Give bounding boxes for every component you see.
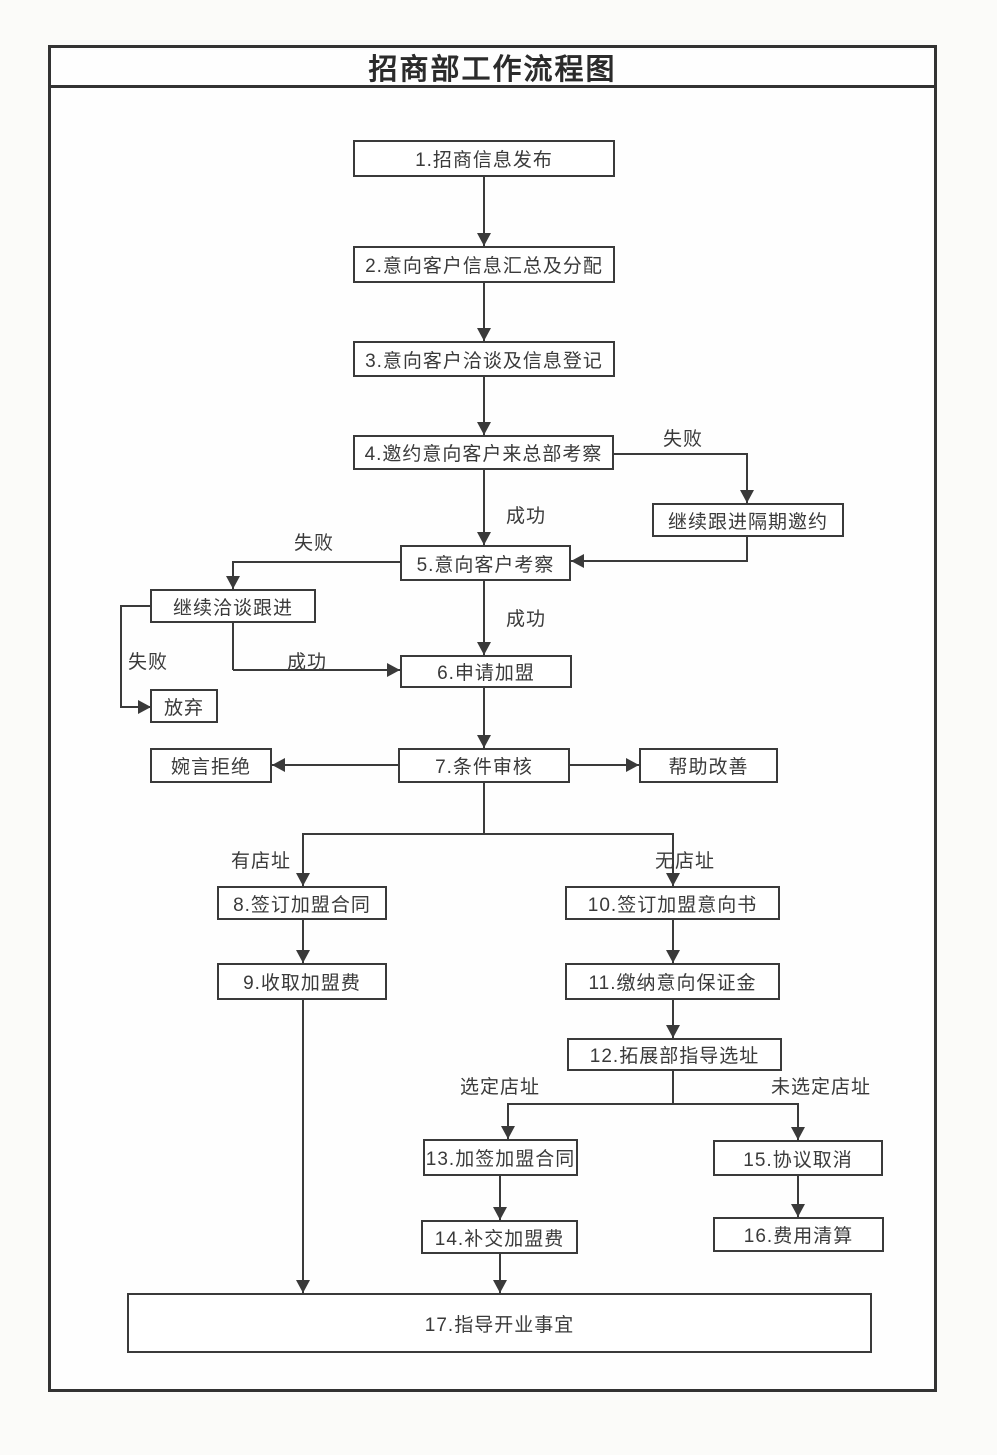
node-7-condition-review: 7.条件审核	[398, 748, 570, 783]
edge-label-fail-talk: 失败	[128, 652, 169, 673]
arrowhead-icon	[296, 873, 310, 886]
node-polite-refuse: 婉言拒绝	[150, 748, 272, 783]
flow-line	[302, 833, 304, 886]
node-5-client-visit: 5.意向客户考察	[400, 545, 571, 581]
arrowhead-icon	[477, 422, 491, 435]
flow-line	[232, 561, 234, 589]
arrowhead-icon	[387, 663, 400, 677]
flow-line	[483, 283, 485, 341]
arrowhead-icon	[791, 1127, 805, 1140]
flow-line	[233, 561, 400, 563]
edge-label-site-not-selected: 未选定店址	[771, 1077, 872, 1098]
flow-line	[746, 537, 748, 562]
flow-line	[483, 688, 485, 748]
arrowhead-icon	[493, 1207, 507, 1220]
flow-line	[272, 764, 398, 766]
flow-line	[614, 453, 748, 455]
arrowhead-icon	[477, 328, 491, 341]
node-follow-up-invite: 继续跟进隔期邀约	[652, 503, 844, 537]
flow-line	[483, 581, 485, 655]
node-17-opening-guidance: 17.指导开业事宜	[127, 1293, 872, 1353]
flow-line	[672, 1071, 674, 1104]
node-4-invite-hq-visit: 4.邀约意向客户来总部考察	[353, 435, 614, 470]
arrowhead-icon	[626, 758, 639, 772]
edge-label-fail-visit: 失败	[294, 533, 335, 554]
edge-label-has-site: 有店址	[231, 851, 292, 872]
flow-line	[746, 453, 748, 503]
arrowhead-icon	[477, 642, 491, 655]
page-title: 招商部工作流程图	[368, 53, 617, 86]
node-13-additional-contract: 13.加签加盟合同	[423, 1139, 578, 1176]
flow-line	[483, 177, 485, 246]
flow-line	[302, 833, 674, 835]
flow-line	[499, 1176, 501, 1220]
flow-line	[121, 706, 151, 708]
flow-line	[570, 764, 639, 766]
arrowhead-icon	[226, 576, 240, 589]
node-16-fee-settlement: 16.费用清算	[713, 1217, 884, 1252]
edge-label-no-site: 无店址	[655, 851, 716, 872]
arrowhead-icon	[571, 554, 584, 568]
flow-line	[302, 1000, 304, 1293]
flow-line	[507, 1103, 799, 1105]
flow-line	[302, 920, 304, 963]
node-continue-negotiation: 继续洽谈跟进	[150, 589, 316, 623]
arrowhead-icon	[296, 1280, 310, 1293]
node-2-collect-assign: 2.意向客户信息汇总及分配	[353, 246, 615, 283]
arrowhead-icon	[477, 233, 491, 246]
flow-line	[483, 470, 485, 545]
flow-line	[672, 833, 674, 886]
node-14-pay-remaining-fee: 14.补交加盟费	[421, 1220, 578, 1254]
flow-line	[672, 1000, 674, 1038]
node-15-agreement-cancel: 15.协议取消	[713, 1140, 883, 1176]
arrowhead-icon	[666, 950, 680, 963]
flow-line	[120, 605, 122, 708]
node-10-sign-intent: 10.签订加盟意向书	[565, 886, 780, 920]
flow-line	[499, 1254, 501, 1293]
node-8-sign-contract: 8.签订加盟合同	[217, 886, 387, 920]
edge-label-fail-invite: 失败	[663, 429, 704, 450]
arrowhead-icon	[501, 1126, 515, 1139]
flow-line	[483, 783, 485, 834]
node-3-negotiate-register: 3.意向客户洽谈及信息登记	[353, 341, 615, 377]
edge-label-success-apply: 成功	[506, 609, 547, 630]
arrowhead-icon	[138, 700, 151, 714]
edge-label-success-talk: 成功	[287, 652, 328, 673]
flow-line	[232, 623, 234, 670]
flow-line	[121, 605, 151, 607]
edge-label-success-visit: 成功	[506, 506, 547, 527]
node-help-improve: 帮助改善	[639, 748, 778, 783]
flow-line	[571, 560, 748, 562]
arrowhead-icon	[296, 950, 310, 963]
node-6-apply-join: 6.申请加盟	[400, 655, 572, 688]
flow-line	[483, 377, 485, 435]
flow-line	[672, 920, 674, 963]
node-12-site-guidance: 12.拓展部指导选址	[567, 1038, 782, 1071]
arrowhead-icon	[477, 532, 491, 545]
flow-line	[233, 669, 400, 671]
arrowhead-icon	[272, 758, 285, 772]
node-9-collect-fee: 9.收取加盟费	[217, 963, 387, 1000]
arrowhead-icon	[666, 873, 680, 886]
flow-line	[507, 1103, 509, 1139]
node-11-pay-deposit: 11.缴纳意向保证金	[565, 963, 780, 1000]
arrowhead-icon	[740, 490, 754, 503]
arrowhead-icon	[666, 1025, 680, 1038]
title-bar: 招商部工作流程图	[48, 45, 937, 88]
arrowhead-icon	[477, 735, 491, 748]
node-1-publish-info: 1.招商信息发布	[353, 140, 615, 177]
arrowhead-icon	[791, 1204, 805, 1217]
flow-line	[797, 1176, 799, 1217]
arrowhead-icon	[493, 1280, 507, 1293]
node-give-up: 放弃	[150, 689, 218, 723]
edge-label-site-selected: 选定店址	[460, 1077, 541, 1098]
flow-line	[797, 1103, 799, 1140]
